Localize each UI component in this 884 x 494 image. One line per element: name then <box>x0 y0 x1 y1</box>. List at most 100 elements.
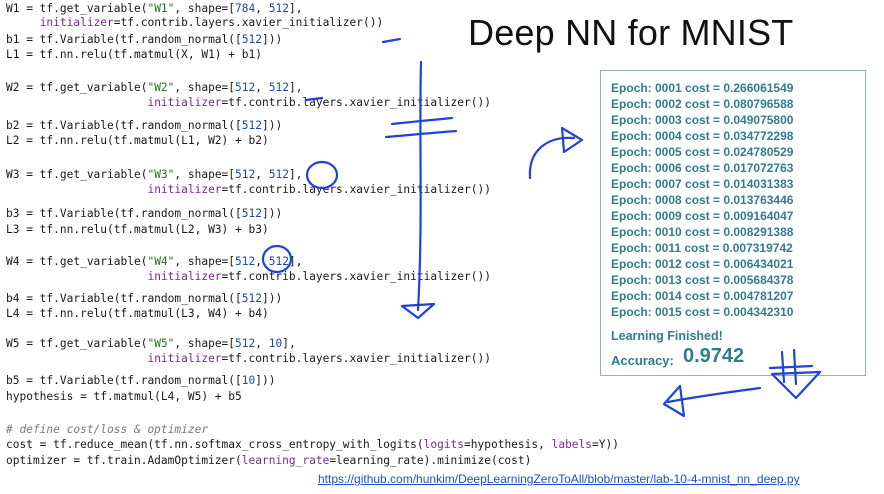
code-token: labels <box>551 438 593 451</box>
code-token: 512 <box>235 81 256 94</box>
epoch-line: Epoch: 0007 cost = 0.014031383 <box>611 177 794 191</box>
code-token: "W4" <box>147 255 175 268</box>
ink-accuracy-arrow <box>666 386 762 404</box>
code-line-11: b3 = tf.Variable(tf.random_normal([512])… <box>6 207 282 221</box>
epoch-line: Epoch: 0003 cost = 0.049075800 <box>611 113 794 127</box>
code-token: , shape=[ <box>174 81 236 94</box>
code-line-23: optimizer = tf.train.AdamOptimizer(learn… <box>6 454 531 468</box>
code-line-4: L1 = tf.nn.relu(tf.matmul(X, W1) + b1) <box>6 48 262 62</box>
code-token: hypothesis = tf.matmul(L4, W5) + b5 <box>6 390 242 403</box>
code-token: logits <box>423 438 465 451</box>
code-token: L1 = tf.nn.relu(tf.matmul(X, W1) + b1) <box>6 48 262 61</box>
epoch-line: Epoch: 0004 cost = 0.034772298 <box>611 129 794 143</box>
code-token: =hypothesis, <box>464 438 552 451</box>
code-token: initializer <box>39 16 114 29</box>
code-token: W2 = tf.get_variable( <box>6 81 148 94</box>
code-token: ])) <box>261 292 283 305</box>
code-token: b1 = tf.Variable(tf.random_normal([ <box>6 33 242 46</box>
code-token: , <box>255 2 269 15</box>
code-token: 512 <box>235 255 256 268</box>
code-token: b3 = tf.Variable(tf.random_normal([ <box>6 207 242 220</box>
epoch-line: Epoch: 0013 cost = 0.005684378 <box>611 273 794 287</box>
code-token: L3 = tf.nn.relu(tf.matmul(L2, W3) + b3) <box>6 223 269 236</box>
code-token: W1 = tf.get_variable( <box>6 2 148 15</box>
code-line-17: W5 = tf.get_variable("W5", shape=[512, 1… <box>6 337 296 351</box>
code-token: initializer <box>147 352 222 365</box>
code-token: ])) <box>261 119 283 132</box>
slide-title: Deep NN for MNIST <box>468 12 794 53</box>
code-token <box>6 183 147 196</box>
code-token: learning_rate <box>241 454 330 467</box>
code-token: 512 <box>241 292 262 305</box>
code-token: "W5" <box>147 337 175 350</box>
code-token: "W2" <box>147 81 175 94</box>
code-token: ])) <box>261 33 283 46</box>
code-token: , <box>255 337 269 350</box>
ink-curved-arrow <box>528 136 576 180</box>
code-token: L4 = tf.nn.relu(tf.matmul(L3, W4) + b4) <box>6 307 269 320</box>
code-token: ], <box>288 2 303 15</box>
code-line-1: W1 = tf.get_variable("W1", shape=[784, 5… <box>6 2 302 16</box>
code-token: b4 = tf.Variable(tf.random_normal([ <box>6 292 242 305</box>
code-line-3: b1 = tf.Variable(tf.random_normal([512])… <box>6 33 282 47</box>
code-token: =tf.contrib.layers.xavier_initializer()) <box>221 96 491 109</box>
ink-underline-w1 <box>381 37 402 44</box>
code-token: =tf.contrib.layers.xavier_initializer()) <box>221 183 491 196</box>
epoch-line: Epoch: 0001 cost = 0.266061549 <box>611 81 794 95</box>
code-token: ], <box>288 255 303 268</box>
code-token: 10 <box>241 374 256 387</box>
code-token: "W1" <box>147 2 175 15</box>
code-token: # define cost/loss & optimizer <box>6 423 209 436</box>
code-token: =tf.contrib.layers.xavier_initializer()) <box>113 16 384 29</box>
code-line-6: initializer=tf.contrib.layers.xavier_ini… <box>6 96 491 110</box>
code-line-13: W4 = tf.get_variable("W4", shape=[512, 5… <box>6 255 302 269</box>
epoch-line: Epoch: 0009 cost = 0.009164047 <box>611 209 794 223</box>
code-token: 10 <box>268 337 283 350</box>
ink-curved-arrowhead <box>560 126 584 154</box>
code-token: ])) <box>255 374 276 387</box>
code-token: 512 <box>241 119 262 132</box>
code-line-18: initializer=tf.contrib.layers.xavier_ini… <box>6 352 491 366</box>
code-token <box>6 96 147 109</box>
code-token: 512 <box>235 337 256 350</box>
code-token: ], <box>282 337 296 350</box>
code-token <box>6 270 147 283</box>
accuracy-label: Accuracy: <box>611 353 674 368</box>
ink-cross-stroke-2 <box>384 129 458 139</box>
code-token: 784 <box>235 2 256 15</box>
epoch-line: Epoch: 0010 cost = 0.008291388 <box>611 225 794 239</box>
epoch-line: Epoch: 0006 cost = 0.017072763 <box>611 161 794 175</box>
code-token: W5 = tf.get_variable( <box>6 337 148 350</box>
code-line-15: b4 = tf.Variable(tf.random_normal([512])… <box>6 292 282 306</box>
code-token: , shape=[ <box>174 255 236 268</box>
code-line-8: L2 = tf.nn.relu(tf.matmul(L1, W2) + b2) <box>6 134 269 148</box>
code-token: initializer <box>147 96 222 109</box>
code-token: , <box>255 168 269 181</box>
code-token: ])) <box>261 207 283 220</box>
code-line-20: hypothesis = tf.matmul(L4, W5) + b5 <box>6 390 242 404</box>
epoch-line: Epoch: 0011 cost = 0.007319742 <box>611 241 793 255</box>
code-line-9: W3 = tf.get_variable("W3", shape=[512, 5… <box>6 168 302 182</box>
source-code-link[interactable]: https://github.com/hunkim/DeepLearningZe… <box>318 472 800 486</box>
code-token: b5 = tf.Variable(tf.random_normal([ <box>6 374 242 387</box>
ink-cross-stroke-1 <box>390 116 454 126</box>
code-token: W4 = tf.get_variable( <box>6 255 148 268</box>
code-token: optimizer = tf.train.AdamOptimizer( <box>6 454 242 467</box>
code-line-16: L4 = tf.nn.relu(tf.matmul(L3, W4) + b4) <box>6 307 269 321</box>
code-line-10: initializer=tf.contrib.layers.xavier_ini… <box>6 183 491 197</box>
code-line-14: initializer=tf.contrib.layers.xavier_ini… <box>6 270 491 284</box>
code-token: =tf.contrib.layers.xavier_initializer()) <box>221 352 491 365</box>
epoch-line: Epoch: 0014 cost = 0.004781207 <box>611 289 794 303</box>
code-token: 512 <box>241 33 262 46</box>
ink-vertical-arrowhead <box>400 302 436 320</box>
code-token: , <box>255 255 269 268</box>
code-token: , shape=[ <box>174 168 236 181</box>
code-token: , shape=[ <box>174 337 236 350</box>
code-line-7: b2 = tf.Variable(tf.random_normal([512])… <box>6 119 282 133</box>
epoch-line: Epoch: 0008 cost = 0.013763446 <box>611 193 794 207</box>
code-line-22: cost = tf.reduce_mean(tf.nn.softmax_cros… <box>6 438 619 452</box>
code-token: , shape=[ <box>174 2 236 15</box>
code-line-19: b5 = tf.Variable(tf.random_normal([10])) <box>6 374 275 388</box>
